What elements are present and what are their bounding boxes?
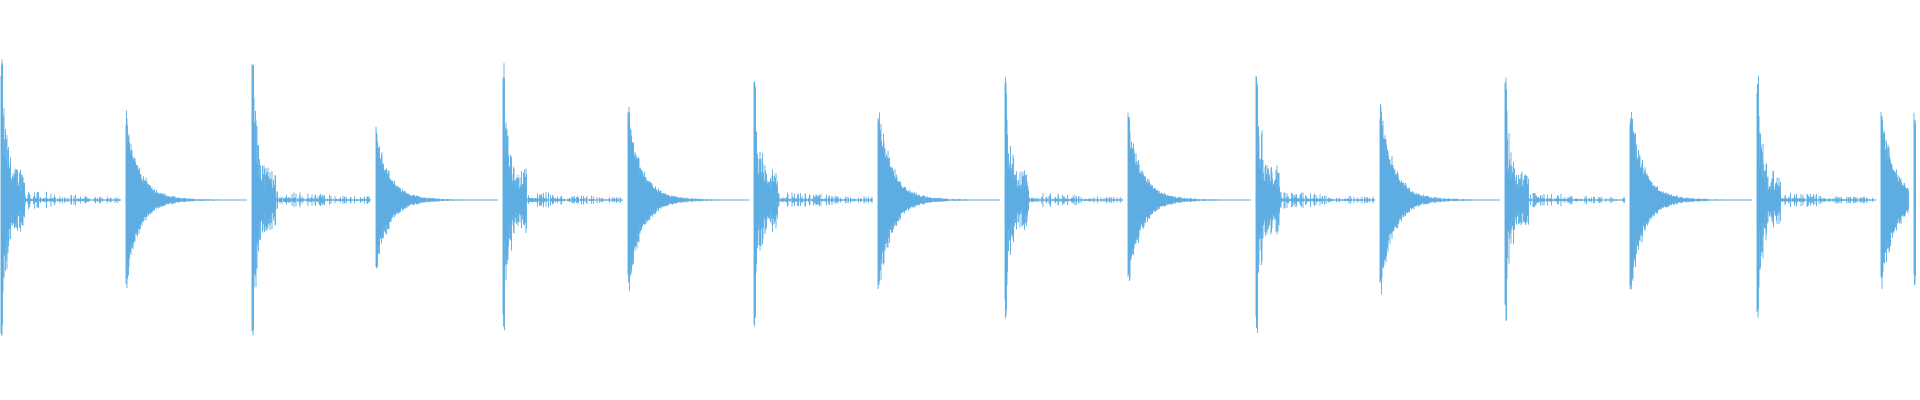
waveform-hit-sharp: [1756, 76, 1876, 318]
waveform-hit-sharp: [753, 81, 873, 327]
waveform-hit-decay: [1379, 104, 1500, 295]
waveform-hit-decay: [1880, 112, 1909, 289]
waveform-hit-decay: [1127, 112, 1251, 281]
waveform-hit-decay: [1913, 112, 1916, 286]
waveform-hit-decay: [375, 126, 498, 269]
waveform-hit-decay: [125, 110, 247, 288]
waveform-hit-sharp: [0, 59, 121, 336]
waveform-hit-decay: [627, 107, 749, 291]
waveform-hit-sharp: [1504, 77, 1625, 321]
waveform-hit-sharp: [502, 63, 623, 331]
waveform-hit-decay: [877, 112, 1000, 289]
waveform-hit-sharp: [1255, 76, 1375, 333]
waveform-hit-sharp: [1004, 77, 1123, 319]
waveform-hit-decay: [1629, 112, 1752, 290]
waveform-hit-sharp: [251, 64, 371, 336]
